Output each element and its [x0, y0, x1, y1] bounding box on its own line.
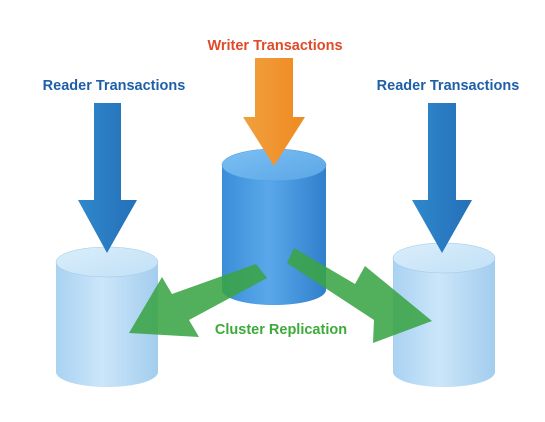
- reader-arrow-left: [78, 103, 137, 253]
- replication-arrow-right: [287, 248, 432, 343]
- cluster-replication-label: Cluster Replication: [215, 322, 347, 338]
- replication-arrow-left: [129, 264, 267, 337]
- reader-arrow-right: [412, 103, 472, 253]
- reader-db-right: [392, 242, 496, 387]
- reader-db-left: [55, 246, 159, 387]
- writer-transactions-label: Writer Transactions: [207, 38, 342, 54]
- reader-transactions-label-left: Reader Transactions: [43, 78, 186, 94]
- writer-arrow: [243, 58, 305, 166]
- reader-transactions-label-right: Reader Transactions: [377, 78, 520, 94]
